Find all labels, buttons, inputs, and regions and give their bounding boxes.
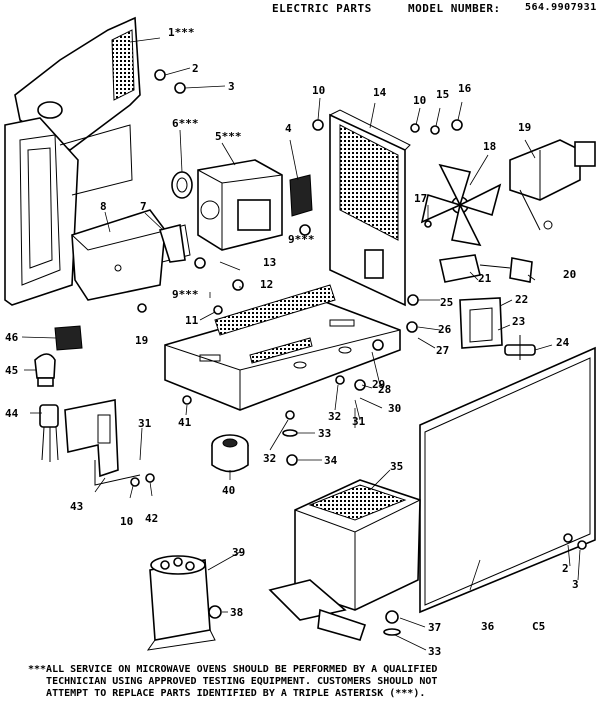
callout-15: 15 [436,88,449,101]
shield-card-part-46 [54,325,83,351]
callout-43: 43 [70,500,83,513]
bracket-part-7 [158,224,186,263]
callout-11: 11 [185,314,199,327]
callout-21: 21 [478,272,492,285]
callout-41: 41 [178,416,192,429]
callout-36: 36 [481,620,495,633]
callout-17: 17 [414,192,427,205]
note-line-1: ***ALL SERVICE ON MICROWAVE OVENS SHOULD… [28,664,438,675]
thermal-protector-part-21 [439,254,533,283]
callout-33-upper: 33 [318,427,331,440]
callout-25: 25 [440,296,453,309]
callout-18: 18 [483,140,496,153]
callout-45: 45 [5,364,18,377]
callout-12: 12 [260,278,273,291]
callout-19-lower: 19 [135,334,148,347]
relay-bracket-part-22 [459,297,503,349]
callout-44: 44 [5,407,19,420]
callout-8: 8 [100,200,107,213]
fuse-part-24 [504,335,536,360]
capacitor-part-39 [146,555,216,651]
callout-5: 5*** [215,130,242,143]
lamp-socket-part-44 [39,404,59,462]
callout-40: 40 [222,484,235,497]
callout-23: 23 [512,315,525,328]
callout-26: 26 [438,323,452,336]
callout-13: 13 [263,256,276,269]
rear-panel-part-14 [329,109,411,307]
callout-10-top: 10 [312,84,325,97]
callout-1: 1*** [168,26,195,39]
callout-32-right: 32 [328,410,341,423]
leader-lines [21,37,581,651]
callout-9-upper: 9*** [288,233,315,246]
screws [130,69,587,636]
callout-22: 22 [515,293,528,306]
callout-28: 28 [378,383,391,396]
callout-38: 38 [230,606,243,619]
cover-panel-part-36 [419,346,596,614]
callout-3: 3 [228,80,235,93]
lamp-bracket-part-43 [64,399,141,486]
label-part-4 [289,174,313,217]
callout-16: 16 [458,82,472,95]
fan-blade-part-18 [420,163,502,247]
callout-33-lower: 33 [428,645,441,658]
callout-10-right: 10 [413,94,426,107]
callout-29: 29 [372,378,385,391]
stirrer-motor-part-40 [211,434,249,473]
figure-code: C5 [532,620,545,633]
callout-2-lower: 2 [562,562,569,575]
diagram-title: ELECTRIC PARTS [272,2,372,15]
note-line-3: ATTEMPT TO REPLACE PARTS IDENTIFIED BY A… [28,688,426,699]
model-number-value: 564.9907931 [525,2,597,13]
transformer-part-35 [268,479,421,641]
callout-4: 4 [285,122,292,135]
callout-labels: 1*** 2 3 4 5*** 6*** 7 8 9*** 9*** 10 10… [5,26,579,658]
model-number-label: MODEL NUMBER: [408,2,501,15]
callout-30: 30 [388,402,401,415]
callout-24: 24 [556,336,570,349]
callout-7: 7 [140,200,147,213]
callout-31-left: 31 [138,417,152,430]
fan-motor-part-19 [509,139,596,231]
callout-34: 34 [324,454,338,467]
callout-6: 6*** [172,117,199,130]
service-warning-note: ***ALL SERVICE ON MICROWAVE OVENS SHOULD… [28,664,598,700]
callout-46: 46 [5,331,19,344]
left-side-panel [4,117,133,306]
callout-27: 27 [436,344,449,357]
magnetron-part-5 [171,159,283,251]
callout-31-right: 31 [352,415,366,428]
callout-39: 39 [232,546,245,559]
callout-19: 19 [518,121,531,134]
callout-32-left: 32 [263,452,276,465]
lamp-bulb-part-45 [34,353,56,387]
callout-42: 42 [145,512,158,525]
callout-14: 14 [373,86,387,99]
base-plate [164,284,401,411]
callout-20: 20 [563,268,576,281]
callout-2: 2 [192,62,199,75]
callout-10-bottom: 10 [120,515,133,528]
callout-35: 35 [390,460,403,473]
callout-9-lower: 9*** [172,288,199,301]
note-line-2: TECHNICIAN USING APPROVED TESTING EQUIPM… [28,676,438,687]
callout-3-lower: 3 [572,578,579,591]
callout-37: 37 [428,621,441,634]
